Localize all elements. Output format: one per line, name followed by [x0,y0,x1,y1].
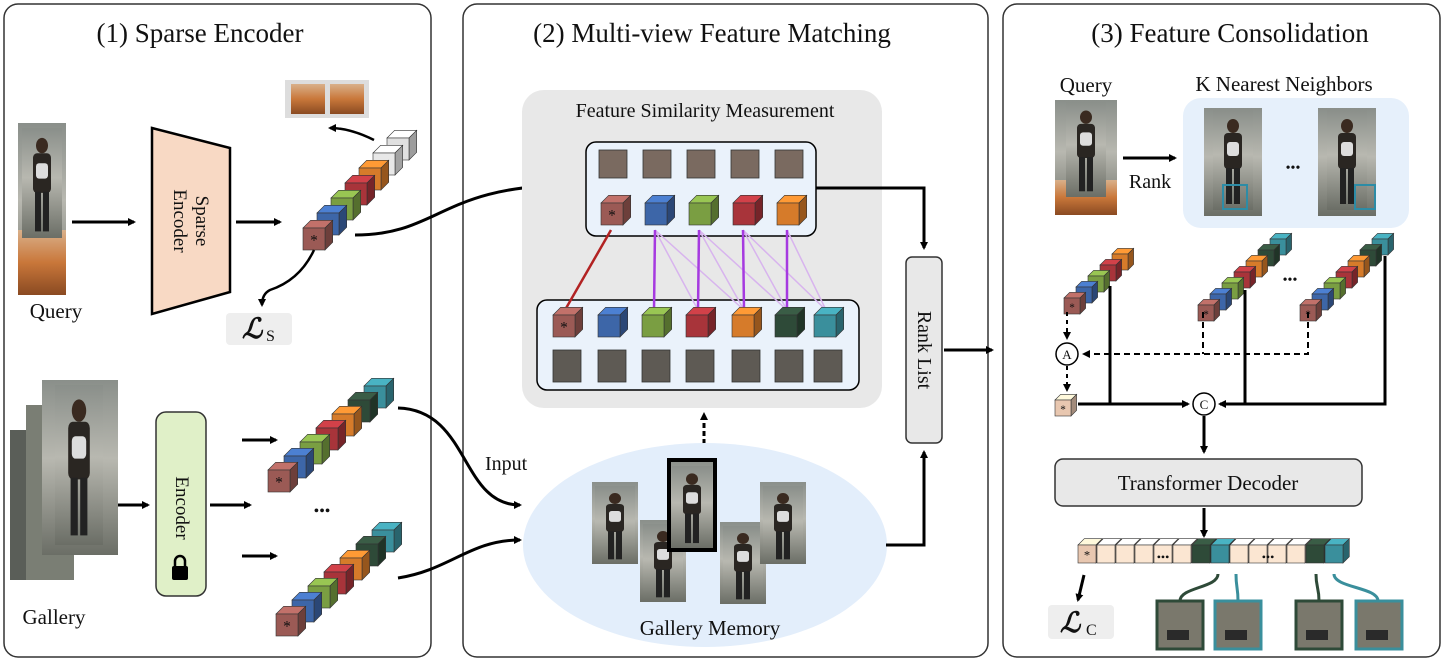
output-patch [1155,599,1205,651]
star-marker: * [283,619,291,636]
gallery-patch [813,349,843,383]
query3-label: Query [1060,73,1113,97]
gallery-label: Gallery [23,605,86,629]
frozen-encoder-block [155,411,207,597]
rank-label: Rank [1129,171,1171,193]
star-marker: * [560,320,568,337]
query-patch [642,149,672,179]
loss-c-subscript: C [1086,622,1097,639]
query-patch [686,149,716,179]
gallery-ellipsis: ••• [314,503,331,520]
query-image [18,123,66,295]
star-marker: * [1060,404,1066,416]
token-dots-2: ••• [1262,550,1275,564]
gallery-feature-stack-2: * [275,521,403,637]
query-cube [732,194,764,226]
query-token-cube: * [1054,393,1078,417]
input-label: Input [485,453,528,475]
gallery-cube [597,306,629,338]
gallery-cube [685,306,717,338]
stack-cube: * [1299,298,1323,322]
gallery-cube [731,306,763,338]
gallery-patch [641,349,671,383]
panel-1-title: (1) Sparse Encoder [97,18,304,48]
panel-2-title: (2) Multi-view Feature Matching [533,18,891,48]
loss-s-symbol: ℒ [242,314,264,345]
query-cube [644,194,676,226]
gallery-patch [774,349,804,383]
gallery-memory-images [592,458,806,604]
encoder-label: Encoder [171,476,192,540]
node-c-label: C [1200,397,1209,412]
sparse-encoder-block [150,126,232,316]
query3-image [1055,100,1117,215]
query-cube [688,194,720,226]
query-patch [774,149,804,179]
node-c [1192,392,1216,416]
matching-lines [563,229,827,311]
query-patch [730,149,760,179]
gallery-patch [552,349,582,383]
node-a-label: A [1062,347,1072,362]
gallery-patch [685,349,715,383]
stack-cube: * [302,219,334,251]
gallery-cube [641,306,673,338]
loss-c-box [1048,605,1114,639]
decoder-output-tokens: * ••• ••• [1077,537,1351,564]
node-a [1055,342,1079,366]
query-patch [598,149,628,179]
loss-s-subscript: S [266,328,275,345]
gallery-patch-cubes: * [552,306,845,338]
star-marker: * [275,475,283,492]
output-patch [1213,599,1263,651]
star-marker: * [1084,548,1090,562]
query-patches [598,149,804,179]
output-patch [1294,599,1344,651]
star-marker: * [310,233,318,250]
query-patch-cubes: * [600,194,808,226]
knn-label: K Nearest Neighbors [1195,72,1372,96]
gallery-images [10,380,118,580]
neighbor-feature-stacks: * * * * [1054,232,1395,417]
similarity-title: Feature Similarity Measurement [576,100,835,122]
rank-list-label: Rank List [913,311,935,390]
gallery-patch [731,349,761,383]
output-patches [1155,573,1404,651]
query-feature-stack: * [302,129,418,251]
gallery-patches [552,349,843,383]
query-label: Query [30,299,83,323]
neighbor-ellipsis: ••• [1283,273,1298,288]
star-marker: * [1203,309,1209,321]
star-marker: * [1069,302,1075,314]
gallery-cube: * [552,306,584,338]
stack-cube: * [1197,298,1221,322]
masked-patch-thumbnail [285,80,369,118]
gallery-feature-stack-1: * [267,377,395,493]
query-cube [776,194,808,226]
transformer-decoder-box [1054,458,1363,507]
query-cube: * [600,194,632,226]
gallery-cube [813,306,845,338]
gallery-cube [774,306,806,338]
loss-s-box [226,313,292,345]
lock-icon [172,554,188,580]
sparse-encoder-label-2: Encoder [169,189,190,253]
star-marker: * [608,208,616,225]
output-token [1324,537,1351,564]
knn-ellipsis: ••• [1286,161,1301,176]
sparse-encoder-label-1: Sparse [191,196,212,247]
transformer-decoder-label: Transformer Decoder [1118,471,1299,495]
stack-cube: * [1063,291,1087,315]
output-patch [1354,599,1404,651]
loss-c-symbol: ℒ [1060,608,1082,639]
rank-list-box [905,256,943,444]
gallery-patch [597,349,627,383]
stack-cube: * [275,605,307,637]
knn-images [1204,108,1376,216]
stack-cube: * [267,461,299,493]
token-dots-1: ••• [1157,550,1170,564]
gallery-memory-label: Gallery Memory [640,616,781,640]
panel-3-title: (3) Feature Consolidation [1091,18,1369,48]
